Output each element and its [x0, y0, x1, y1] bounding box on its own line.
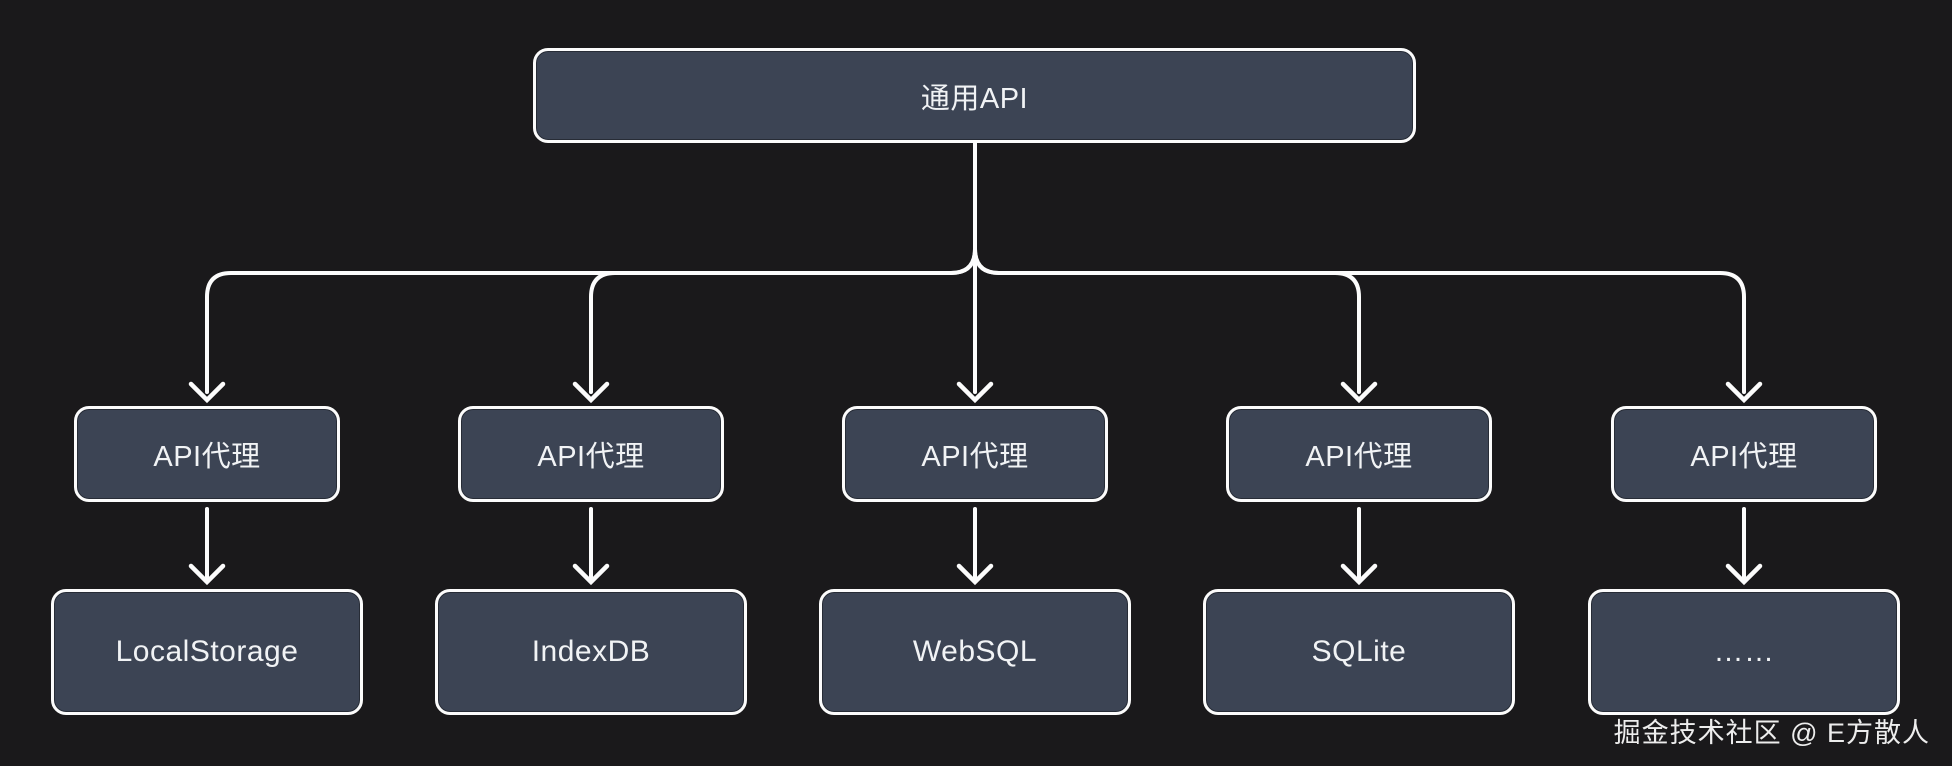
node-label: API代理: [921, 441, 1029, 473]
arrowhead-storage-4: [1340, 563, 1378, 586]
arrowhead-proxy-4: [1340, 381, 1378, 404]
storage-node-websql: WebSQL: [819, 589, 1131, 715]
proxy-node-1: API代理: [74, 406, 340, 502]
storage-node-sqlite: SQLite: [1203, 589, 1515, 715]
node-label: LocalStorage: [115, 635, 299, 668]
edge-root-to-proxy-2: [589, 141, 977, 394]
arrowhead-proxy-2: [572, 381, 610, 404]
arrowhead-proxy-3: [956, 381, 994, 404]
node-label: ……: [1713, 635, 1775, 668]
node-label: API代理: [1690, 441, 1798, 473]
proxy-node-5: API代理: [1611, 406, 1877, 502]
node-label: IndexDB: [531, 635, 651, 668]
arrowhead-storage-3: [956, 563, 994, 586]
storage-node-others: ……: [1588, 589, 1900, 715]
proxy-node-3: API代理: [842, 406, 1108, 502]
node-label: WebSQL: [912, 635, 1038, 668]
storage-node-localstorage: LocalStorage: [51, 589, 363, 715]
node-label: API代理: [537, 441, 645, 473]
root-node-generic-api: 通用API: [533, 48, 1416, 143]
node-label: API代理: [1305, 441, 1413, 473]
storage-node-indexdb: IndexDB: [435, 589, 747, 715]
arrowhead-proxy-1: [188, 381, 226, 404]
arrowhead-storage-1: [188, 563, 226, 586]
proxy-node-2: API代理: [458, 406, 724, 502]
node-label: API代理: [153, 441, 261, 473]
node-label: SQLite: [1311, 635, 1407, 668]
arrowhead-proxy-5: [1725, 381, 1763, 404]
edge-root-to-proxy-4: [973, 141, 1361, 394]
edge-root-to-proxy-5: [973, 141, 1746, 394]
arrowhead-storage-2: [572, 563, 610, 586]
watermark-text: 掘金技术社区 @ E方散人: [1613, 718, 1930, 748]
arrowhead-storage-5: [1725, 563, 1763, 586]
proxy-node-4: API代理: [1226, 406, 1492, 502]
node-label: 通用API: [920, 82, 1029, 115]
